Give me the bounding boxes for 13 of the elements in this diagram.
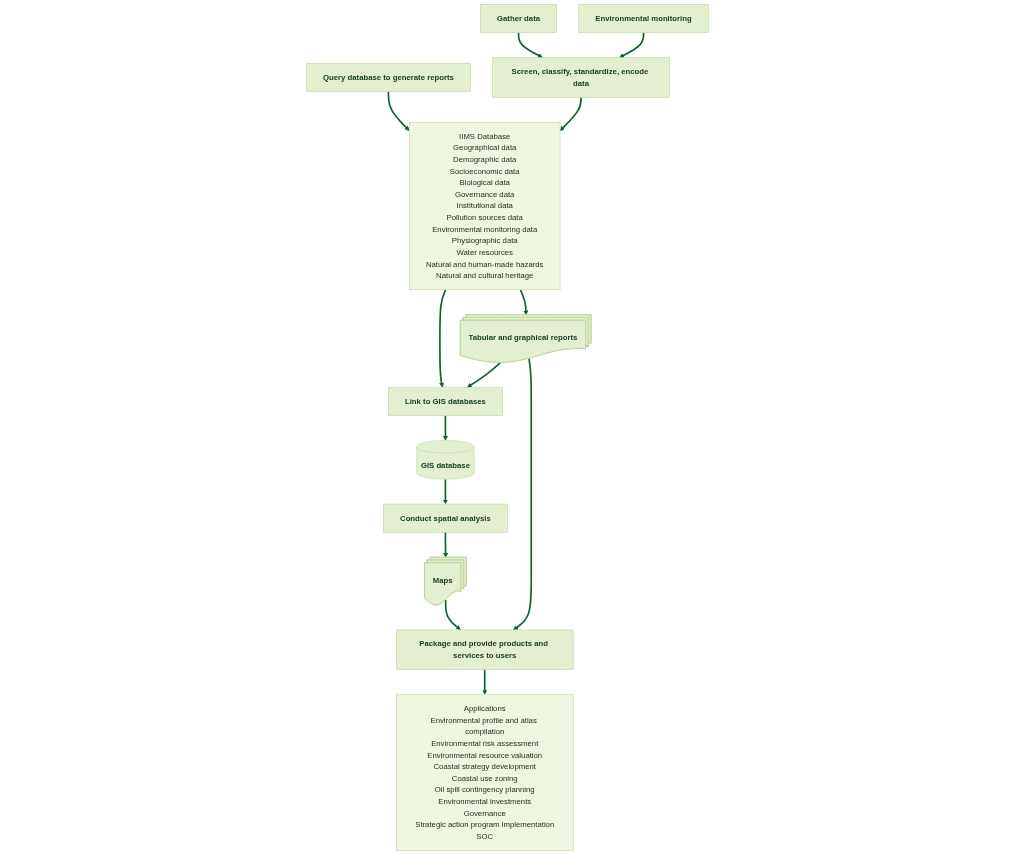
arrow (481, 668, 487, 695)
arrow (466, 361, 501, 388)
arrow (618, 31, 644, 58)
arrow (442, 414, 448, 441)
arrow (512, 357, 532, 631)
arrow (442, 478, 448, 505)
arrow (438, 288, 447, 388)
arrow (517, 31, 543, 58)
arrow (387, 90, 410, 131)
arrow (442, 531, 448, 558)
arrow (559, 96, 582, 131)
arrow (519, 288, 528, 316)
arrow (444, 599, 461, 631)
